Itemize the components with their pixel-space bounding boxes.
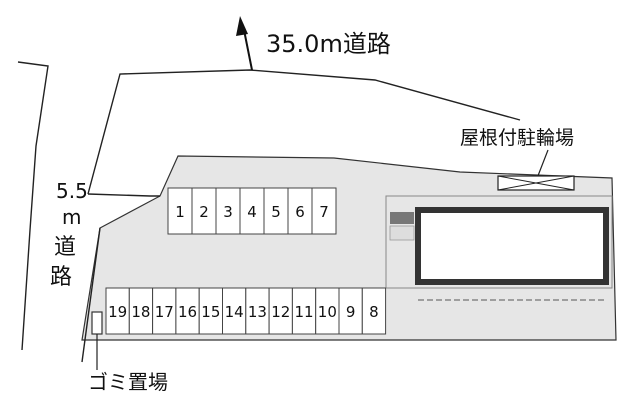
parking-space-number: 3 [223, 203, 233, 221]
parking-space [287, 187, 313, 235]
west-road-edge [17, 61, 49, 351]
parking-space-number: 2 [199, 203, 209, 221]
parking-space-number: 4 [247, 203, 257, 221]
apartment-building [385, 195, 613, 301]
lot-west-edge [81, 227, 101, 363]
garbage-area-label: ゴミ置場 [88, 370, 168, 394]
parking-space-number: 14 [225, 303, 244, 321]
parking-space-number: 9 [346, 303, 356, 321]
north-arrow-icon [236, 16, 253, 71]
parking-space-number: 8 [369, 303, 379, 321]
parking-space [263, 187, 289, 235]
west-road-boundary [87, 193, 160, 197]
parking-space-number: 6 [295, 203, 305, 221]
parking-space [311, 187, 337, 235]
parking-space-number: 5 [271, 203, 281, 221]
west-road-char1: 道 [54, 235, 76, 260]
parking-space-number: 12 [271, 303, 290, 321]
parking-space-number: 13 [248, 303, 267, 321]
parking-space-number: 1 [175, 203, 185, 221]
north-road-label: 35.0m道路 [266, 30, 391, 58]
parking-space-number: 19 [108, 303, 127, 321]
garbage-area [91, 311, 103, 335]
parking-space-number: 17 [155, 303, 174, 321]
bicycle-parking-label: 屋根付駐輪場 [460, 127, 574, 149]
parking-space-number: 7 [319, 203, 329, 221]
cross-box-icon [497, 175, 575, 191]
parking-space-number: 15 [201, 303, 220, 321]
parking-space-number: 16 [178, 303, 197, 321]
parking-space [239, 187, 265, 235]
west-road-char2: 路 [50, 265, 72, 290]
parking-space-number: 11 [295, 303, 314, 321]
parking-space [191, 187, 217, 235]
parking-space-number: 18 [131, 303, 150, 321]
west-road-unit-label: m [62, 205, 81, 229]
parking-space [215, 187, 241, 235]
parking-space [361, 287, 387, 335]
north-road-boundary [87, 69, 521, 195]
west-road-width-label: 5.5 [56, 179, 88, 203]
parking-space-number: 10 [318, 303, 337, 321]
